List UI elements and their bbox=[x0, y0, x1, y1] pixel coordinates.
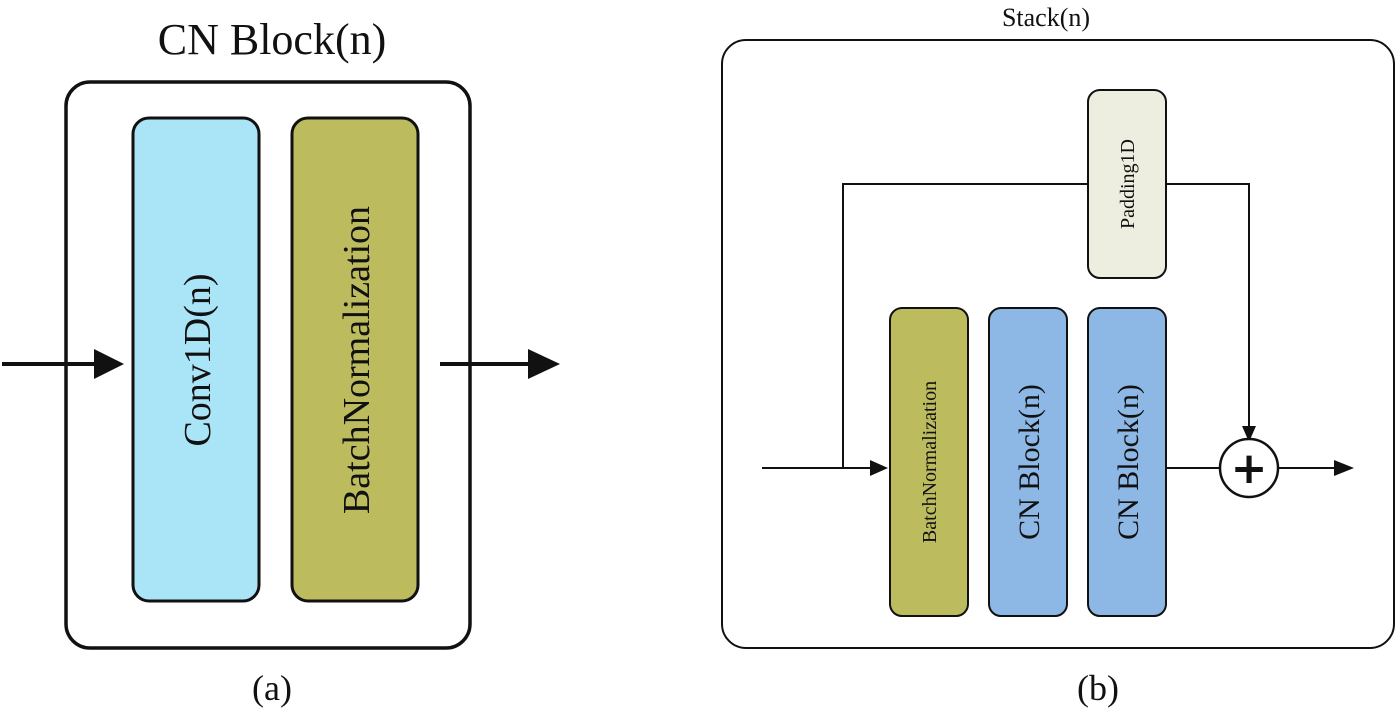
skip-connection-left bbox=[842, 183, 1088, 468]
add-symbol: + bbox=[1231, 443, 1268, 494]
cn-block-2-label: CN Block(n) bbox=[1112, 384, 1145, 540]
skip-connection-right bbox=[1166, 183, 1250, 438]
panel-b-caption: (b) bbox=[1077, 668, 1119, 708]
panel-a-title: CN Block(n) bbox=[158, 15, 387, 64]
conv1d-label: Conv1D(n) bbox=[177, 273, 219, 446]
stack-batchnorm-label: BatchNormalization bbox=[919, 381, 941, 543]
cn-block-1-label: CN Block(n) bbox=[1013, 384, 1046, 540]
stack-input-arrow-head bbox=[870, 460, 888, 476]
stack-output-arrow-head bbox=[1334, 460, 1354, 476]
stack-batchnorm-block bbox=[889, 307, 969, 617]
input-arrow-head bbox=[94, 349, 124, 379]
batchnorm-block bbox=[290, 116, 420, 603]
panel-a-caption: (a) bbox=[252, 668, 292, 708]
padding1d-label: Padding1D bbox=[1117, 139, 1139, 229]
panel-b-title: Stack(n) bbox=[1002, 3, 1090, 32]
panel-a: CN Block(n) Conv1D(n) BatchNormalization… bbox=[2, 15, 560, 708]
cn-block-1 bbox=[988, 307, 1068, 617]
panel-b: Stack(n) Padding1D BatchNormalization CN… bbox=[721, 3, 1395, 708]
skip-arrow-head bbox=[1242, 426, 1256, 442]
batchnorm-label: BatchNormalization bbox=[336, 206, 378, 514]
cn-block-2 bbox=[1087, 307, 1167, 617]
output-arrow-head bbox=[528, 349, 560, 379]
conv1d-block bbox=[131, 116, 261, 603]
plus-circle-icon: + bbox=[1218, 437, 1280, 499]
